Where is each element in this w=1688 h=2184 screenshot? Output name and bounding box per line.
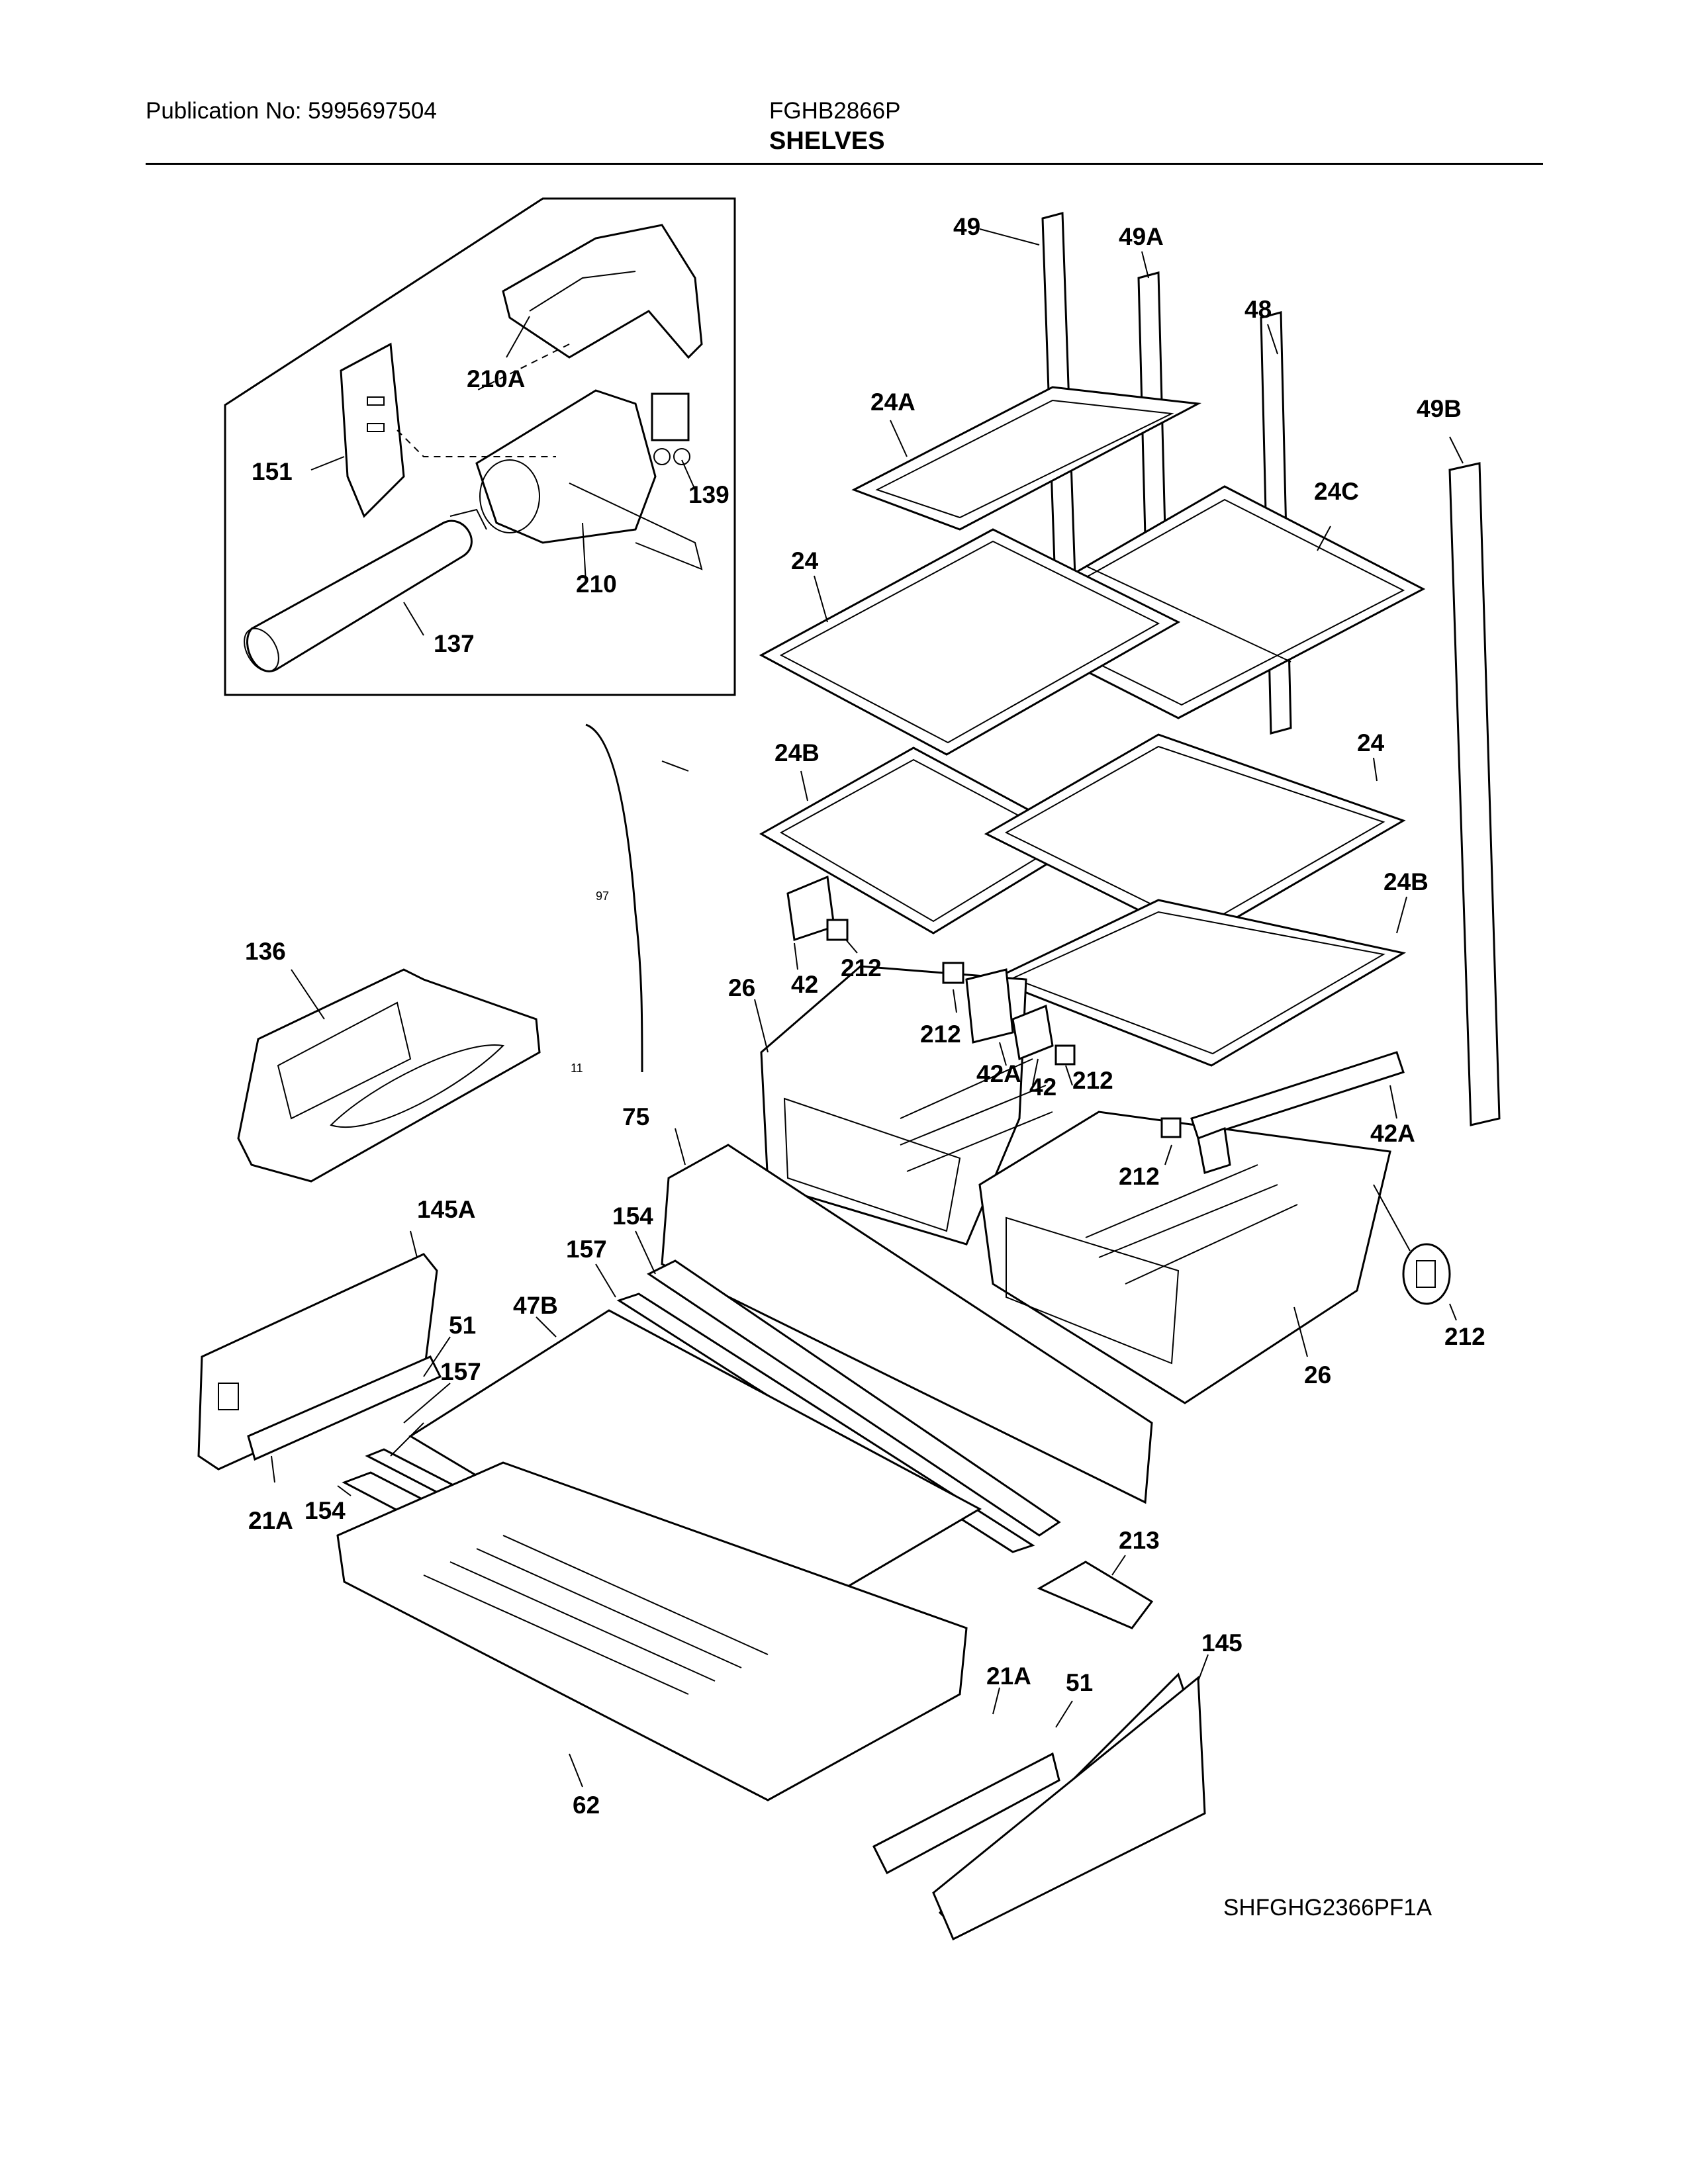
callout-21A-right: 21A xyxy=(986,1662,1031,1690)
callout-62: 62 xyxy=(573,1792,600,1819)
brackets-and-clips xyxy=(786,875,1457,1321)
water-filter-inset xyxy=(224,197,736,696)
callout-11: 11 xyxy=(571,1062,583,1075)
callout-24C: 24C xyxy=(1314,478,1359,505)
callout-51-right: 51 xyxy=(1066,1669,1093,1696)
callout-137: 137 xyxy=(434,630,475,657)
crisper-drawers xyxy=(754,965,1391,1404)
callout-24A: 24A xyxy=(870,388,915,416)
callout-48: 48 xyxy=(1244,296,1272,323)
callout-49: 49 xyxy=(953,213,980,240)
callout-157-upper: 157 xyxy=(566,1236,607,1263)
callout-75: 75 xyxy=(622,1103,649,1130)
callout-51-left: 51 xyxy=(449,1312,476,1339)
callout-157-lower: 157 xyxy=(440,1358,481,1385)
section-title: SHELVES xyxy=(769,127,885,155)
callout-145A: 145A xyxy=(417,1196,475,1223)
callout-139: 139 xyxy=(688,481,729,508)
callout-24-top: 24 xyxy=(791,547,819,574)
callout-97: 97 xyxy=(596,889,609,903)
callout-212-left: 212 xyxy=(841,954,882,981)
callout-154-upper: 154 xyxy=(612,1203,653,1230)
drawer-trims xyxy=(197,1230,1209,1941)
callout-136: 136 xyxy=(245,938,286,965)
callout-213: 213 xyxy=(1119,1527,1160,1554)
callout-49A: 49A xyxy=(1119,223,1164,250)
callout-210A: 210A xyxy=(467,365,525,392)
callout-151: 151 xyxy=(252,458,293,485)
callout-154-lower: 154 xyxy=(305,1497,346,1524)
callout-212-right: 212 xyxy=(1444,1323,1485,1350)
callout-42-center: 42 xyxy=(1029,1073,1056,1101)
callout-212-center-right: 212 xyxy=(1072,1067,1113,1094)
callout-212-lower: 212 xyxy=(1119,1163,1160,1190)
model-number: FGHB2866P xyxy=(769,98,901,124)
deli-cover xyxy=(237,968,541,1183)
lower-bins xyxy=(336,1128,1154,1801)
callout-42-left: 42 xyxy=(791,971,818,998)
callout-210: 210 xyxy=(576,570,617,598)
callout-47B: 47B xyxy=(513,1292,558,1319)
callout-24-right: 24 xyxy=(1357,729,1385,756)
callout-21A-left: 21A xyxy=(248,1507,293,1534)
glass-shelves xyxy=(759,386,1426,1067)
callout-26-left: 26 xyxy=(728,974,755,1001)
callout-24B-right: 24B xyxy=(1383,868,1429,895)
water-tube xyxy=(585,723,643,1073)
callout-145: 145 xyxy=(1201,1629,1243,1657)
callout-labels: 49 49A 48 49B 24A 24C 24 24 24B 24B 210A… xyxy=(245,213,1485,1819)
callout-26-right: 26 xyxy=(1304,1361,1331,1388)
callout-212-center: 212 xyxy=(920,1021,961,1048)
publication-number: Publication No: 5995697504 xyxy=(146,98,437,124)
figure-code: SHFGHG2366PF1A xyxy=(1223,1895,1432,1921)
callout-24B-left: 24B xyxy=(774,739,820,766)
callout-42A-center: 42A xyxy=(976,1060,1021,1087)
callout-49B: 49B xyxy=(1417,395,1462,422)
header-rule xyxy=(146,163,1543,165)
callout-42A-right: 42A xyxy=(1370,1120,1415,1147)
